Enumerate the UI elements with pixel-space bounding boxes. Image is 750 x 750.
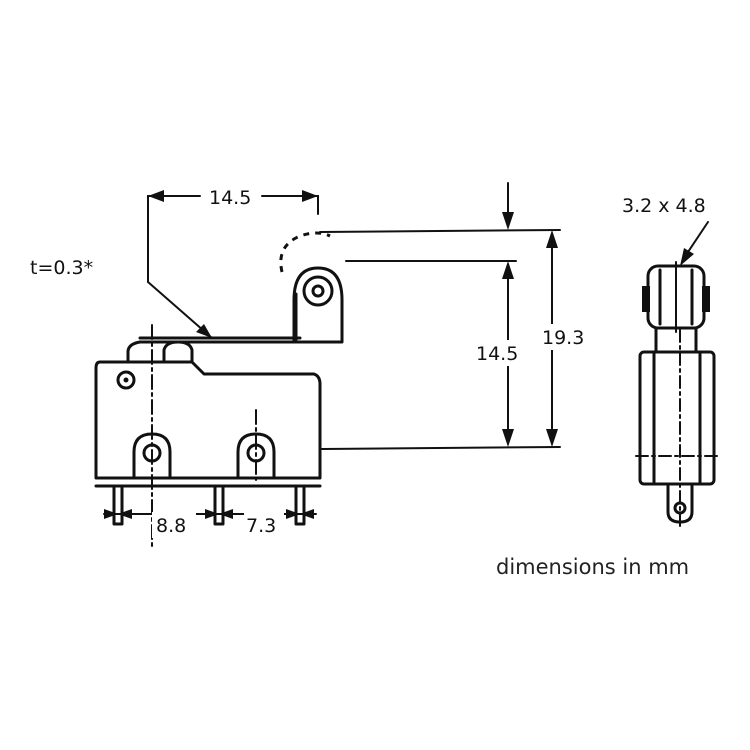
label-height-inner: 14.5 [476,343,518,365]
label-thickness: t=0.3* [30,257,93,279]
label-pin-spacing-2: 7.3 [246,515,276,537]
plunger [162,340,194,364]
roller-bracket [292,266,344,344]
mounting-hole [116,370,136,390]
label-pin-spacing-1: 8.8 [156,515,186,537]
units-note: dimensions in mm [496,555,689,579]
pin-1 [112,484,124,526]
dim-pin-spacing: 8.8 7.3 [103,509,317,538]
label-top-length: 14.5 [209,187,251,209]
label-height-outer: 19.3 [542,327,584,349]
lever-arm [126,292,298,364]
side-body [638,350,716,486]
pin-2 [213,484,225,526]
dim-top-length: 14.5 [147,187,319,339]
roller-travel-dashed [279,231,331,273]
roller [302,275,334,307]
switch-side-view: 3.2 x 4.8 [622,195,719,531]
dim-vertical: 14.5 19.3 [319,182,592,450]
pin-3 [294,484,306,526]
label-roller-size: 3.2 x 4.8 [622,195,706,217]
switch-body [94,360,322,480]
switch-front-view [94,231,344,549]
